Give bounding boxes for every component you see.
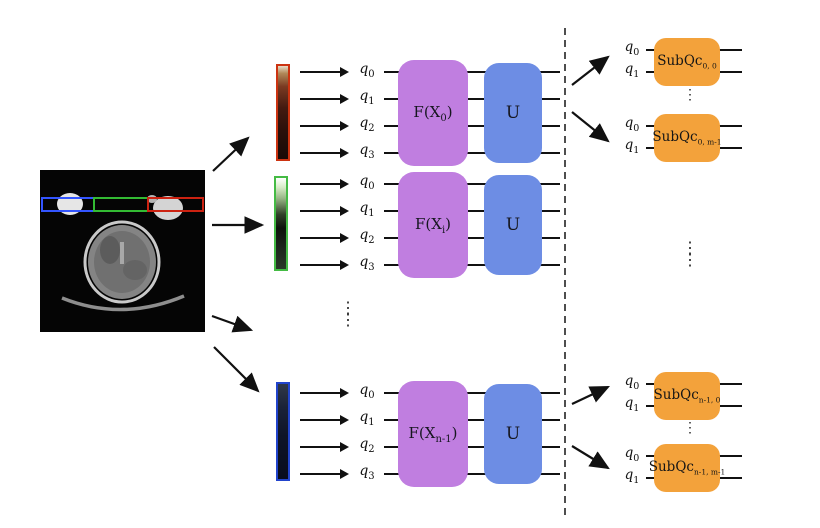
qubit-label: q0 (359, 382, 375, 402)
input-arrow (300, 388, 349, 398)
unitary-gate-label: U (505, 215, 521, 235)
qubit-wire (384, 125, 560, 127)
input-arrow (300, 94, 349, 104)
qubit-label: q1 (624, 395, 640, 414)
subqc-gate-label: SubQc0, m-1 (652, 129, 722, 147)
qubit-wire (384, 210, 560, 212)
qubit-wire (384, 446, 560, 448)
arrow-to-subqc-0-m1 (571, 111, 610, 143)
subqc-block-0-0: q0 q1 SubQc0, 0 (620, 38, 748, 86)
arrow-ct-to-ellipsis (211, 314, 254, 333)
region-box-red (147, 197, 204, 212)
input-arrow (300, 415, 349, 425)
qubit-wire (384, 419, 560, 421)
patch-strip-blue (276, 382, 290, 481)
input-arrow (300, 469, 349, 479)
qubit-label: q0 (359, 173, 375, 193)
qubit-label: q0 (624, 115, 640, 134)
qubit-wire (384, 152, 560, 154)
subqc-gate-label: SubQc0, 0 (657, 53, 717, 71)
qubit-label: q3 (359, 142, 375, 162)
arrow-to-subqc-n1-m1 (571, 445, 610, 470)
qubit-label: q3 (359, 463, 375, 483)
subqc-gate: SubQcn-1, m-1 (649, 444, 725, 492)
qubit-label: q1 (624, 467, 640, 486)
qubit-label: q1 (359, 409, 375, 429)
input-arrow (300, 179, 349, 189)
qubit-label: q0 (624, 39, 640, 58)
input-arrow (300, 121, 349, 131)
qubit-label: q0 (624, 373, 640, 392)
qubit-label: q1 (359, 200, 375, 220)
subqc-gate-label: SubQcn-1, m-1 (648, 459, 726, 477)
arrow-to-subqc-0-0 (571, 55, 610, 86)
feature-map-gate-label: F(Xn-1) (408, 423, 458, 445)
qubit-wire (384, 98, 560, 100)
feature-map-gate: F(Xn-1) (398, 381, 468, 487)
unitary-gate: U (484, 175, 542, 275)
subqc-gate: SubQc0, 0 (654, 38, 720, 86)
patch-strip-green (274, 176, 288, 271)
feature-map-gate-label: F(X0) (413, 102, 453, 124)
circuit-row-1: q0 q1 q2 q3 F(Xi) U (300, 172, 560, 278)
subqc-gate: SubQc0, m-1 (652, 114, 722, 162)
input-arrow (300, 148, 349, 158)
input-arrow (300, 67, 349, 77)
subqc-block-n1-m1: q0 q1 SubQcn-1, m-1 (620, 444, 748, 492)
qubit-label: q2 (359, 227, 375, 247)
qubit-label: q1 (359, 88, 375, 108)
qubit-wire (384, 264, 560, 266)
qubit-wire (384, 183, 560, 185)
vertical-ellipsis-circuits: ⋮⋮ (340, 298, 356, 329)
qubit-wire (384, 237, 560, 239)
patch-strip-red (276, 64, 290, 161)
input-arrow (300, 233, 349, 243)
unitary-gate: U (484, 63, 542, 163)
arrow-ct-to-red-strip (212, 136, 250, 172)
qubit-wire (384, 392, 560, 394)
qubit-label: q1 (624, 137, 640, 156)
arrow-to-subqc-n1-0 (571, 386, 610, 405)
ct-scan-graphic (40, 170, 205, 332)
qubit-label: q2 (359, 436, 375, 456)
qubit-label: q3 (359, 254, 375, 274)
qubit-label: q2 (359, 115, 375, 135)
feature-map-gate: F(X0) (398, 60, 468, 166)
subqc-gate: SubQcn-1, 0 (654, 372, 720, 420)
input-arrow (300, 442, 349, 452)
qubit-wire (384, 473, 560, 475)
subqc-block-n1-0: q0 q1 SubQcn-1, 0 (620, 372, 748, 420)
input-arrow (300, 260, 349, 270)
vertical-ellipsis-subqc-middle: ⋮⋮ (682, 238, 698, 269)
qubit-label: q1 (624, 61, 640, 80)
arrow-ct-to-blue-strip (213, 346, 260, 393)
subqc-block-0-m1: q0 q1 SubQc0, m-1 (620, 114, 748, 162)
vertical-ellipsis-subqc-bottom: ⋮ (683, 420, 697, 436)
unitary-gate: U (484, 384, 542, 484)
input-arrow (300, 206, 349, 216)
feature-map-gate: F(Xi) (398, 172, 468, 278)
unitary-gate-label: U (505, 424, 521, 444)
vertical-ellipsis-subqc-top: ⋮ (683, 87, 697, 103)
qubit-wire (384, 71, 560, 73)
subqc-gate-label: SubQcn-1, 0 (653, 387, 721, 405)
feature-map-gate-label: F(Xi) (414, 214, 451, 236)
unitary-gate-label: U (505, 103, 521, 123)
circuit-row-2: q0 q1 q2 q3 F(Xn-1) U (300, 381, 560, 487)
qubit-label: q0 (624, 445, 640, 464)
ct-scan-image (40, 170, 205, 332)
circuit-row-0: q0 q1 q2 q3 F(X0) U (300, 60, 560, 166)
qubit-label: q0 (359, 61, 375, 81)
